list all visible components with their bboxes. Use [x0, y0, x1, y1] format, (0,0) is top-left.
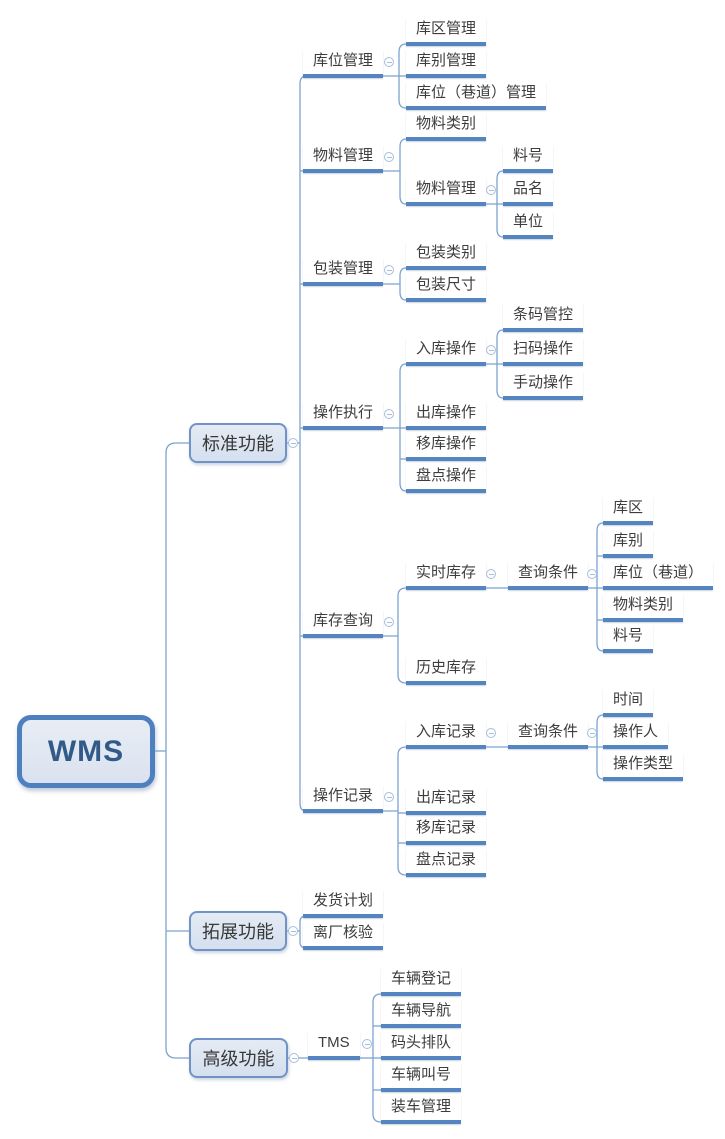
- collapse-minus-icon[interactable]: [289, 1053, 299, 1063]
- collapse-minus-icon[interactable]: [384, 409, 394, 419]
- collapse-minus-icon[interactable]: [288, 926, 298, 936]
- branch-advanced-functions[interactable]: 高级功能: [189, 1038, 288, 1078]
- root-topic-wms[interactable]: WMS: [17, 715, 155, 788]
- topic-history-inventory[interactable]: 历史库存: [406, 657, 487, 685]
- topic-operation-records[interactable]: 操作记录: [303, 785, 384, 813]
- collapse-minus-icon[interactable]: [384, 792, 394, 802]
- topic-inbound-operation[interactable]: 入库操作: [406, 338, 487, 366]
- topic-material-category[interactable]: 物料类别: [406, 113, 487, 141]
- topic-warehouse-type-mgmt[interactable]: 库别管理: [406, 50, 487, 78]
- topic-packaging-category[interactable]: 包装类别: [406, 242, 487, 270]
- topic-vehicle-registration[interactable]: 车辆登记: [381, 968, 462, 996]
- collapse-minus-icon[interactable]: [486, 569, 496, 579]
- topic-material-mgmt[interactable]: 物料管理: [303, 145, 384, 173]
- topic-tms[interactable]: TMS: [308, 1032, 360, 1060]
- collapse-minus-icon[interactable]: [362, 1039, 372, 1049]
- collapse-minus-icon[interactable]: [384, 617, 394, 627]
- topic-warehouse-type[interactable]: 库别: [603, 530, 654, 558]
- topic-time[interactable]: 时间: [603, 689, 654, 717]
- topic-shipping-plan[interactable]: 发货计划: [303, 890, 384, 918]
- topic-move-operation[interactable]: 移库操作: [406, 433, 487, 461]
- topic-packaging-size[interactable]: 包装尺寸: [406, 274, 487, 302]
- topic-unit[interactable]: 单位: [503, 211, 554, 239]
- topic-stocktake-operation[interactable]: 盘点操作: [406, 465, 487, 493]
- topic-barcode-control[interactable]: 条码管控: [503, 304, 584, 332]
- topic-operation-execution[interactable]: 操作执行: [303, 402, 384, 430]
- collapse-minus-icon[interactable]: [486, 345, 496, 355]
- topic-vehicle-call[interactable]: 车辆叫号: [381, 1064, 462, 1092]
- topic-vehicle-navigation[interactable]: 车辆导航: [381, 1000, 462, 1028]
- topic-zone-mgmt[interactable]: 库区管理: [406, 18, 487, 46]
- topic-material-category-cond[interactable]: 物料类别: [603, 594, 684, 622]
- topic-query-conditions-records[interactable]: 查询条件: [508, 721, 589, 749]
- collapse-minus-icon[interactable]: [384, 57, 394, 67]
- collapse-minus-icon[interactable]: [486, 185, 496, 195]
- branch-standard-functions[interactable]: 标准功能: [189, 423, 287, 463]
- topic-inventory-query[interactable]: 库存查询: [303, 610, 384, 638]
- collapse-minus-icon[interactable]: [587, 569, 597, 579]
- topic-stocktake-records[interactable]: 盘点记录: [406, 849, 487, 877]
- topic-loading-mgmt[interactable]: 装车管理: [381, 1096, 462, 1124]
- topic-move-records[interactable]: 移库记录: [406, 817, 487, 845]
- collapse-minus-icon[interactable]: [288, 438, 298, 448]
- topic-exit-verification[interactable]: 离厂核验: [303, 922, 384, 950]
- collapse-minus-icon[interactable]: [587, 728, 597, 738]
- topic-outbound-operation[interactable]: 出库操作: [406, 402, 487, 430]
- topic-scan-operation[interactable]: 扫码操作: [503, 338, 584, 366]
- branch-extended-functions[interactable]: 拓展功能: [189, 911, 287, 951]
- topic-inbound-records[interactable]: 入库记录: [406, 721, 487, 749]
- topic-zone[interactable]: 库区: [603, 497, 654, 525]
- topic-manual-operation[interactable]: 手动操作: [503, 372, 584, 400]
- topic-slot-aisle-mgmt[interactable]: 库位（巷道）管理: [406, 82, 547, 110]
- topic-part-name[interactable]: 品名: [503, 178, 554, 206]
- topic-material-mgmt-sub[interactable]: 物料管理: [406, 178, 487, 206]
- topic-outbound-records[interactable]: 出库记录: [406, 787, 487, 815]
- topic-slot-aisle[interactable]: 库位（巷道）: [603, 562, 714, 590]
- topic-location-mgmt[interactable]: 库位管理: [303, 50, 384, 78]
- collapse-minus-icon[interactable]: [384, 265, 394, 275]
- topic-part-no[interactable]: 料号: [503, 145, 554, 173]
- topic-realtime-inventory[interactable]: 实时库存: [406, 562, 487, 590]
- topic-part-no-cond[interactable]: 料号: [603, 625, 654, 653]
- collapse-minus-icon[interactable]: [486, 728, 496, 738]
- topic-query-conditions-inventory[interactable]: 查询条件: [508, 562, 589, 590]
- collapse-minus-icon[interactable]: [384, 152, 394, 162]
- topic-operation-type[interactable]: 操作类型: [603, 753, 684, 781]
- topic-operator[interactable]: 操作人: [603, 721, 669, 749]
- topic-dock-queue[interactable]: 码头排队: [381, 1032, 462, 1060]
- topic-packaging-mgmt[interactable]: 包装管理: [303, 258, 384, 286]
